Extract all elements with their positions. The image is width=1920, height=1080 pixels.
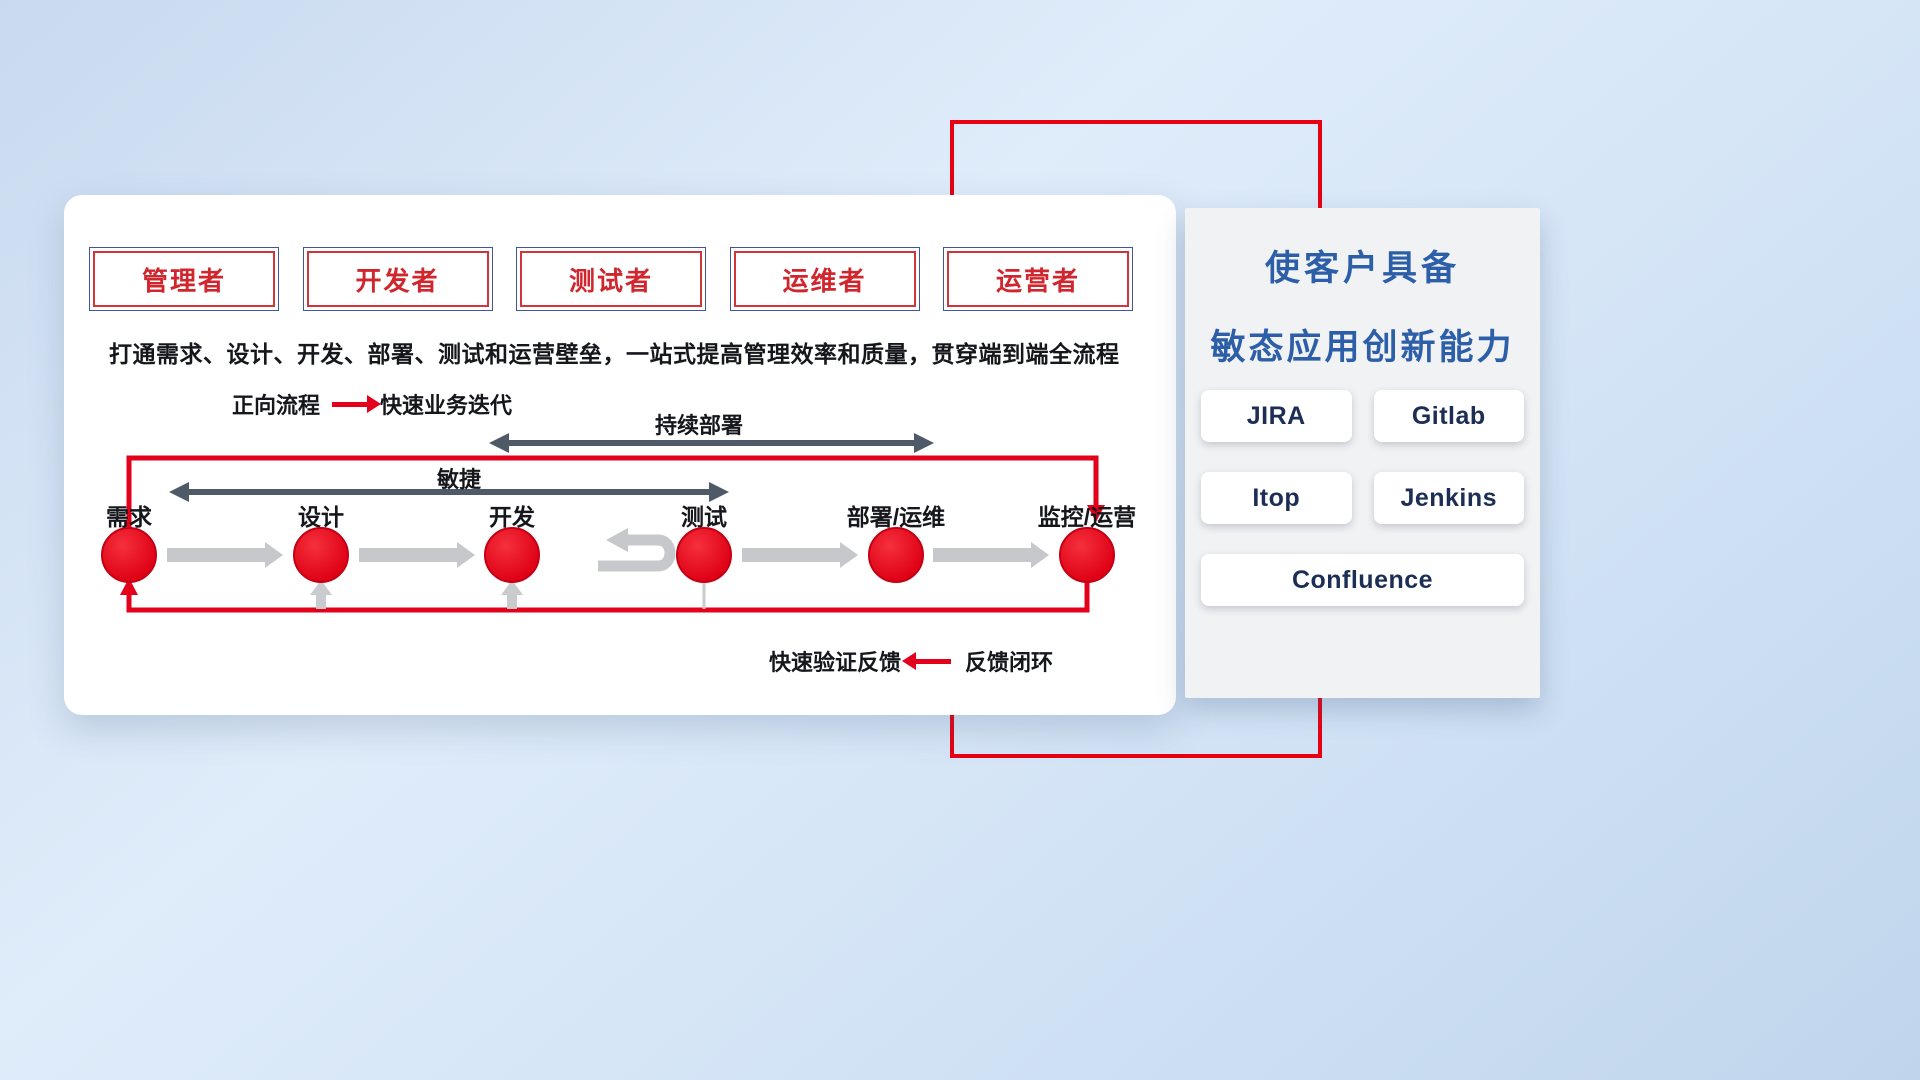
role-label: 开发者	[306, 251, 489, 307]
stage-circle	[868, 527, 924, 583]
tools-grid: JIRA Gitlab Itop Jenkins Confluence	[1201, 390, 1524, 606]
forward-arrow-icon	[332, 394, 382, 413]
role-box-operations: 运维者	[729, 247, 920, 311]
workflow-lines	[120, 433, 1105, 613]
feedback-loop-line	[120, 578, 1090, 613]
role-label: 测试者	[520, 251, 702, 307]
stage-label-design: 设计	[298, 504, 344, 530]
role-label: 管理者	[93, 251, 275, 307]
legend-feedback: 快速验证反馈 反馈闭环	[769, 645, 1053, 677]
stage-label-deploy-ops: 部署/运维	[846, 504, 946, 530]
tool-chip-confluence: Confluence	[1201, 554, 1524, 606]
feedback-arrow-icon	[902, 651, 952, 670]
agile-double-arrow-icon	[169, 482, 729, 502]
legend-forward-label: 正向流程	[232, 393, 321, 418]
workflow-diagram: 持续部署 敏捷 需求 设计 开发 测试 部署/运维 监控/运营	[64, 405, 1176, 695]
stage-label-monitor-ops: 监控/运营	[1037, 504, 1137, 530]
role-label: 运营者	[947, 251, 1129, 307]
role-box-developer: 开发者	[302, 247, 493, 311]
capability-panel: 使客户具备 敏态应用创新能力 JIRA Gitlab Itop Jenkins …	[1185, 208, 1540, 698]
workflow-subtitle: 打通需求、设计、开发、部署、测试和运营壁垒，一站式提高管理效率和质量，贯穿端到端…	[109, 341, 1120, 367]
panel-title-line1: 使客户具备	[1264, 249, 1460, 288]
forward-loop-line	[126, 455, 1105, 528]
tool-chip-jenkins: Jenkins	[1373, 472, 1524, 524]
role-label: 运维者	[733, 251, 916, 307]
iterate-arrow-icon	[598, 528, 676, 572]
cd-double-arrow-icon	[489, 433, 934, 453]
legend-feedback-label: 快速验证反馈	[769, 650, 902, 675]
flow-arrow-icon	[167, 542, 1049, 568]
stage-circle	[1059, 527, 1115, 583]
tool-chip-gitlab: Gitlab	[1373, 390, 1524, 442]
role-box-tester: 测试者	[516, 247, 706, 311]
feedback-up-arrow-icon	[310, 580, 523, 609]
legend-feedback-value: 反馈闭环	[965, 650, 1054, 675]
stage-label-requirements: 需求	[106, 504, 152, 530]
cd-label: 持续部署	[654, 413, 743, 438]
tool-chip-jira: JIRA	[1201, 390, 1352, 442]
stage-circle	[293, 527, 349, 583]
stage-circle	[676, 527, 732, 583]
agile-label: 敏捷	[436, 467, 481, 492]
stage-circle	[101, 527, 157, 583]
role-box-business-ops: 运营者	[943, 247, 1133, 311]
legend-forward-value: 快速业务迭代	[380, 393, 513, 418]
stage-label-testing: 测试	[681, 504, 727, 530]
stage-circle	[484, 527, 540, 583]
panel-title-line2: 敏态应用创新能力	[1210, 328, 1515, 367]
legend-forward: 正向流程 快速业务迭代	[232, 388, 512, 420]
roles-row: 管理者 开发者 测试者 运维者 运营者	[89, 247, 1133, 311]
workflow-card: 管理者 开发者 测试者 运维者 运营者 打通需求、设计、开发、部署、测试和运营壁…	[64, 195, 1176, 715]
tool-chip-itop: Itop	[1201, 472, 1352, 524]
role-box-manager: 管理者	[89, 247, 279, 311]
stage-label-development: 开发	[489, 504, 535, 530]
